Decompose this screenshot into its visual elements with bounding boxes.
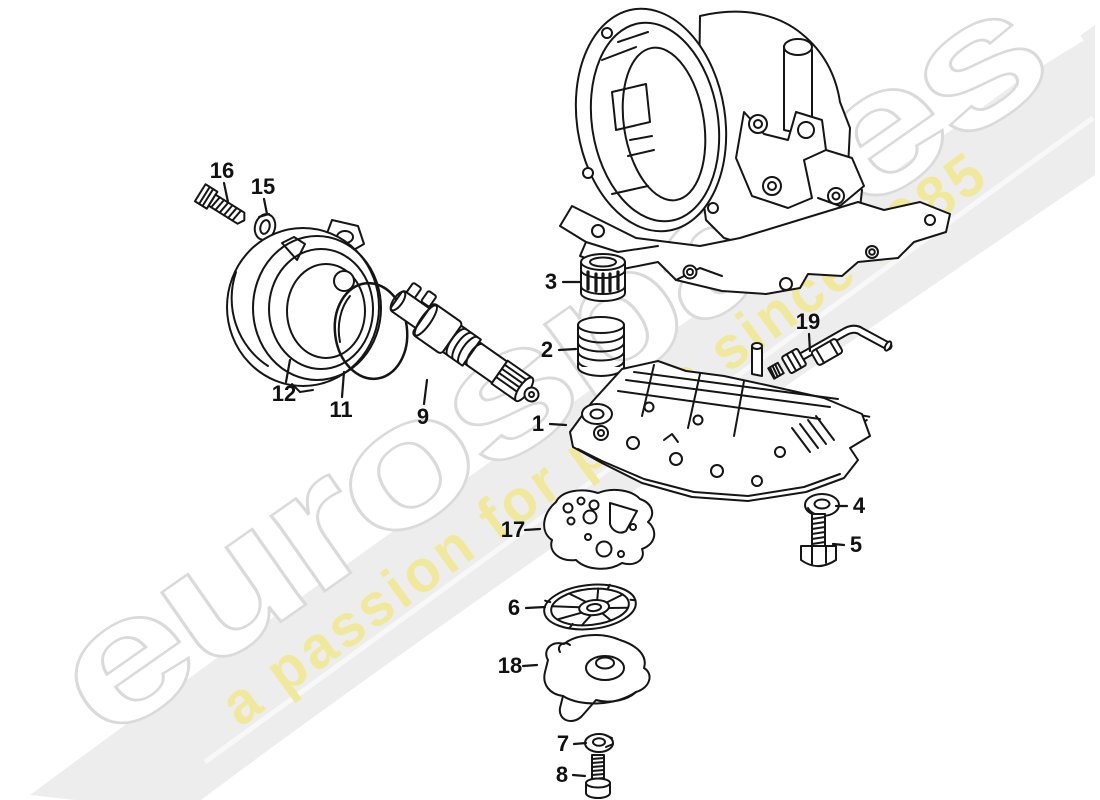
watermark-brand: eurospares [15,0,1077,776]
part-callout-4: 4 [852,493,866,518]
part-callout-6: 6 [507,595,521,620]
part-callout-19: 19 [795,309,821,334]
part-callout-9: 9 [416,404,430,429]
strainer-3-drawing [580,253,626,302]
callout-leader-lines [222,181,849,778]
part-callout-15: 15 [250,174,276,199]
transmission-case-drawing [559,7,951,295]
cheese-head-bolt-8-drawing [585,754,611,799]
pump-shaft-9-drawing [389,282,540,403]
part-callout-18: 18 [497,653,523,678]
part-callout-12: 12 [271,381,297,406]
seal-ring-11-drawing [333,281,409,381]
part-callout-1: 1 [531,411,545,436]
valve-body-1-drawing [569,342,871,502]
lock-washer-7-drawing [584,733,614,753]
coil-spring-2-drawing [577,316,626,377]
oil-pipe-19-drawing [767,324,893,380]
cover-plate-18-drawing [543,634,651,723]
part-callout-11: 11 [329,397,353,422]
gasket-17-drawing [543,488,656,570]
hex-bolt-5-drawing [800,513,837,567]
part-callout-7: 7 [556,731,570,756]
strainer-disc-6-drawing [543,583,637,631]
part-callout-2: 2 [540,337,554,362]
part-callout-3: 3 [544,269,558,294]
part-callout-8: 8 [555,762,569,787]
pump-housing-12-drawing [226,219,382,393]
part-callout-16: 16 [209,158,235,183]
hex-bolt-16-drawing [193,183,246,225]
part-callout-17: 17 [500,517,526,542]
part-callout-5: 5 [849,532,863,557]
washer-4-drawing [804,493,840,517]
